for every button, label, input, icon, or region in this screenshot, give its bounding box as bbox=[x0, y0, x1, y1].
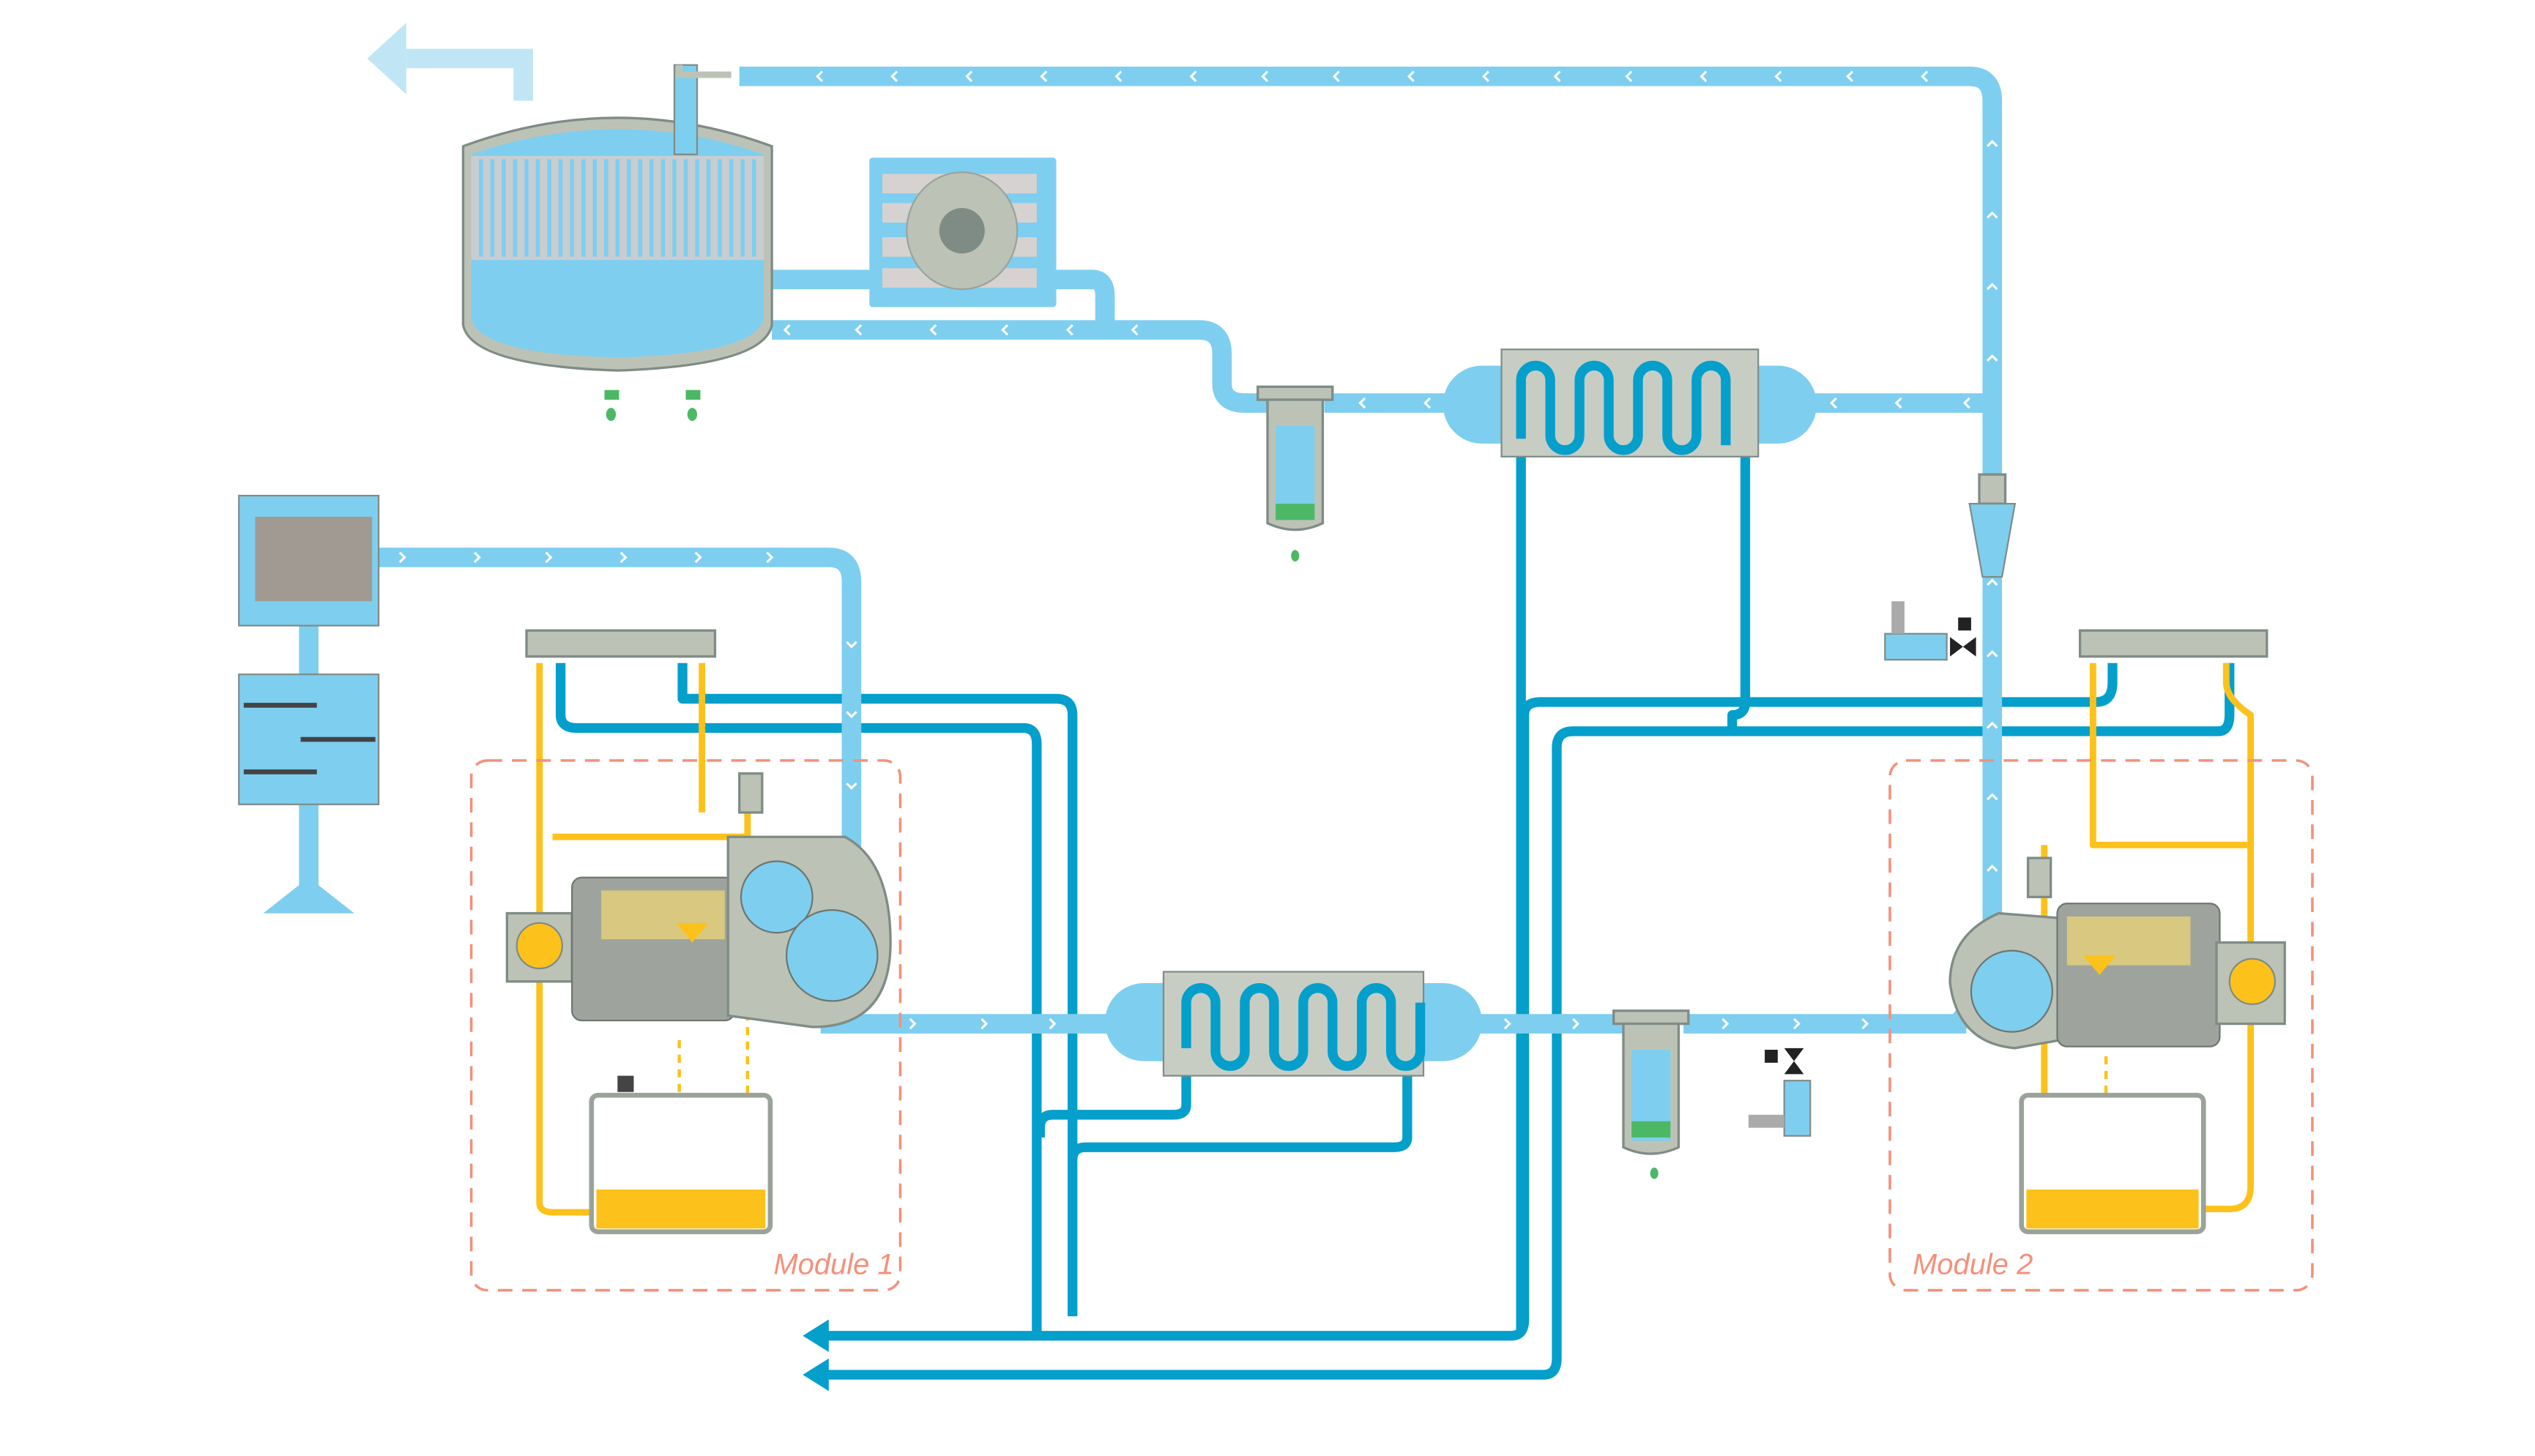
flow-direction-chevrons bbox=[398, 70, 1998, 1030]
aftercooler-icon bbox=[1105, 971, 1482, 1077]
water-separator-icon bbox=[1257, 385, 1334, 561]
exhaust-outlet bbox=[367, 23, 533, 101]
cooling-water-lines bbox=[555, 406, 2235, 1392]
compressor-icon bbox=[1948, 856, 2286, 1050]
oil-tank-icon bbox=[589, 1075, 773, 1234]
blower-fan-icon bbox=[869, 157, 1057, 307]
oil-cooler-icon bbox=[2078, 629, 2268, 658]
intake-filter-icon bbox=[238, 494, 380, 627]
process-air-lines bbox=[263, 67, 2003, 1034]
silencer-icon bbox=[238, 673, 380, 805]
module-1-label: Module 1 bbox=[773, 1248, 893, 1280]
water-separator-icon bbox=[1612, 1009, 1690, 1179]
module-2: Module 2 bbox=[1888, 629, 2314, 1292]
valve-icon bbox=[1884, 601, 1976, 661]
module-2-label: Module 2 bbox=[1913, 1248, 2033, 1280]
aftercooler-icon bbox=[1443, 348, 1817, 458]
cyclone-separator-icon bbox=[1968, 473, 2017, 578]
valve-icon bbox=[1748, 1048, 1812, 1137]
module-1: Module 1 bbox=[469, 629, 902, 1292]
oil-cooler-icon bbox=[525, 629, 717, 658]
dryer-tank-icon bbox=[461, 64, 773, 421]
compressor-icon bbox=[505, 772, 892, 1028]
condensate-drop-icon bbox=[606, 408, 617, 421]
oil-tank-icon bbox=[2019, 1092, 2206, 1234]
